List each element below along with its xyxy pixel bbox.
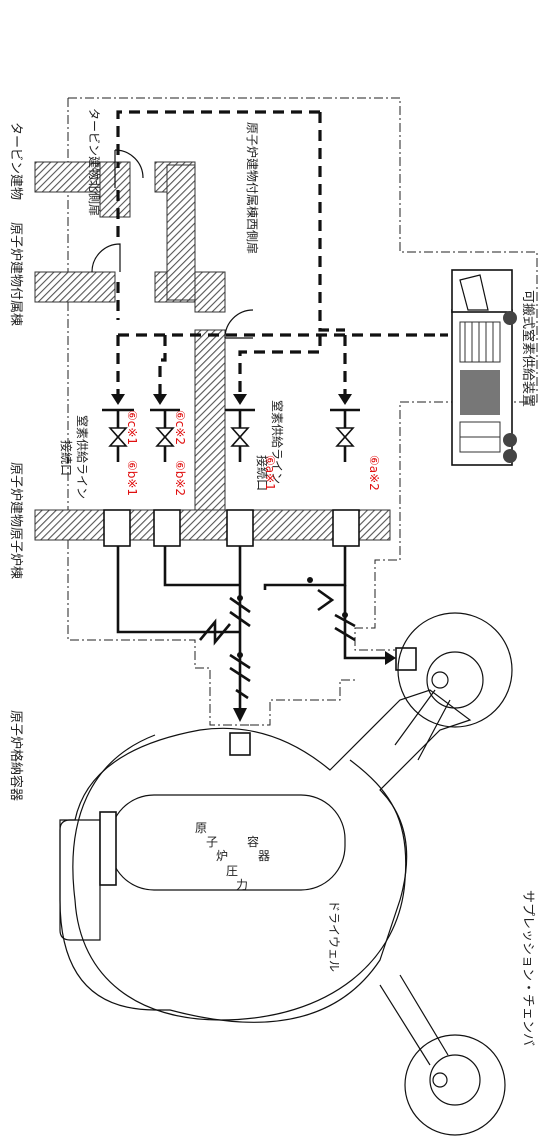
suppression-chamber-top <box>397 612 513 728</box>
label-nitrogen-line-1b: 接続口 <box>59 440 74 476</box>
svg-text:圧: 圧 <box>226 864 238 878</box>
svg-text:力: 力 <box>236 878 248 892</box>
internal-piping <box>116 546 417 756</box>
label-drywell: ドライウェル <box>327 900 341 972</box>
wall-structures <box>34 161 391 541</box>
label-rpv: 原 子 炉 圧 力 容 器 <box>195 821 270 892</box>
label-suppression-chamber: サプレッション・チェンバ <box>520 890 535 1046</box>
svg-text:子: 子 <box>206 835 218 849</box>
marker-a1: ⑥a※1 <box>263 455 277 491</box>
svg-text:器: 器 <box>258 849 270 863</box>
svg-text:原: 原 <box>195 821 207 835</box>
suppression-chamber-bottom <box>404 1034 506 1136</box>
svg-text:炉: 炉 <box>216 849 228 863</box>
building-boundary-line <box>67 97 538 726</box>
label-nitrogen-line-2b: 接続口 <box>255 455 270 491</box>
label-annex-west-wall: 原子炉建物付属棟西側扉 <box>245 122 260 254</box>
marker-c1: ⑥c※1 <box>125 410 139 445</box>
portable-nitrogen-truck <box>451 269 517 466</box>
marker-b1: ⑥b※1 <box>125 460 139 496</box>
label-containment: 原子炉格納容器 <box>8 710 24 801</box>
marker-c2: ⑥c※2 <box>173 410 187 445</box>
label-annex-building: 原子炉建物付属棟 <box>8 222 23 326</box>
label-nitrogen-line-2: 窒素供給ライン <box>270 400 285 484</box>
label-turbine-north-wall: タービン建物北側扉 <box>87 108 101 216</box>
svg-text:容: 容 <box>247 834 259 849</box>
containment-vessel <box>59 612 513 1136</box>
marker-a2: ⑥a※2 <box>367 455 381 491</box>
label-portable-nitrogen: 可搬式窒素供給装置 <box>520 290 536 407</box>
marker-b2: ⑥b※2 <box>173 460 187 496</box>
label-reactor-building: 原子炉建物原子炉棟 <box>8 462 23 579</box>
valve-markers: ⑥c※1 ⑥c※2 ⑥b※1 ⑥b※2 ⑥a※1 ⑥a※2 <box>125 410 381 496</box>
label-nitrogen-line-1: 窒素供給ライン <box>75 415 90 499</box>
connection-valves <box>102 408 360 547</box>
label-turbine-building: タービン建物 <box>8 122 23 200</box>
hose-routes <box>111 110 448 405</box>
